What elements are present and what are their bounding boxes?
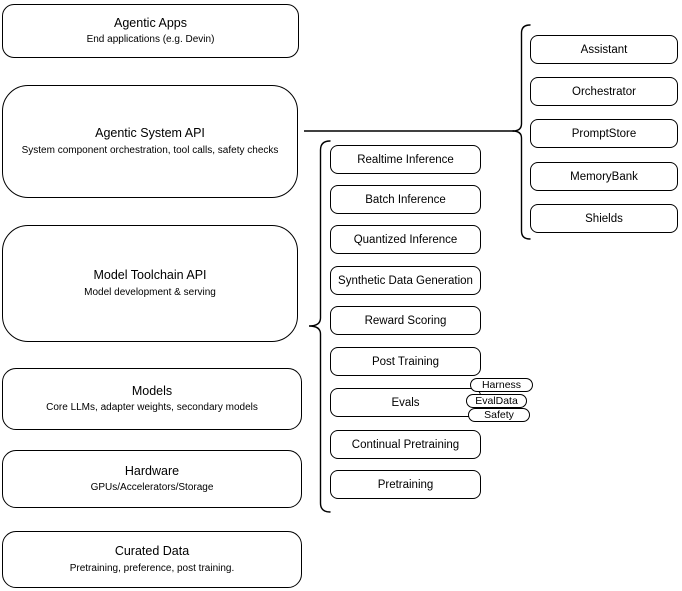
node-realtime-inference: Realtime Inference — [330, 145, 481, 174]
node-subtitle: System component orchestration, tool cal… — [21, 144, 279, 156]
node-model-toolchain-api: Model Toolchain API Model development & … — [2, 225, 298, 342]
node-hardware: Hardware GPUs/Accelerators/Storage — [2, 450, 302, 508]
node-synthetic-data-generation: Synthetic Data Generation — [330, 266, 481, 295]
tag-harness: Harness — [470, 378, 533, 392]
node-memorybank: MemoryBank — [530, 162, 678, 191]
node-orchestrator: Orchestrator — [530, 77, 678, 106]
node-subtitle: Pretraining, preference, post training. — [69, 562, 235, 574]
node-promptstore: PromptStore — [530, 119, 678, 148]
node-quantized-inference: Quantized Inference — [330, 225, 481, 254]
node-continual-pretraining: Continual Pretraining — [330, 430, 481, 459]
system-components-brace — [512, 24, 531, 240]
node-batch-inference: Batch Inference — [330, 185, 481, 214]
tag-evaldata: EvalData — [466, 394, 527, 408]
node-subtitle: Model development & serving — [84, 286, 216, 298]
node-subtitle: GPUs/Accelerators/Storage — [90, 482, 214, 494]
node-title: Agentic Apps — [114, 15, 187, 30]
node-models: Models Core LLMs, adapter weights, secon… — [2, 368, 302, 430]
node-agentic-system-api: Agentic System API System component orch… — [2, 85, 298, 198]
node-evals: Evals — [330, 388, 481, 417]
node-title: Agentic System API — [95, 126, 205, 141]
node-title: Model Toolchain API — [93, 268, 207, 283]
toolchain-brace — [308, 140, 331, 513]
node-post-training: Post Training — [330, 347, 481, 376]
node-curated-data: Curated Data Pretraining, preference, po… — [2, 531, 302, 588]
node-shields: Shields — [530, 204, 678, 233]
node-title: Hardware — [124, 463, 180, 478]
node-assistant: Assistant — [530, 35, 678, 64]
node-title: Models — [131, 383, 173, 398]
node-subtitle: Core LLMs, adapter weights, secondary mo… — [46, 402, 258, 414]
tag-safety: Safety — [468, 408, 530, 422]
node-title: Curated Data — [114, 544, 190, 559]
node-agentic-apps: Agentic Apps End applications (e.g. Devi… — [2, 4, 299, 58]
node-reward-scoring: Reward Scoring — [330, 306, 481, 335]
node-pretraining: Pretraining — [330, 470, 481, 499]
node-subtitle: End applications (e.g. Devin) — [86, 34, 215, 46]
